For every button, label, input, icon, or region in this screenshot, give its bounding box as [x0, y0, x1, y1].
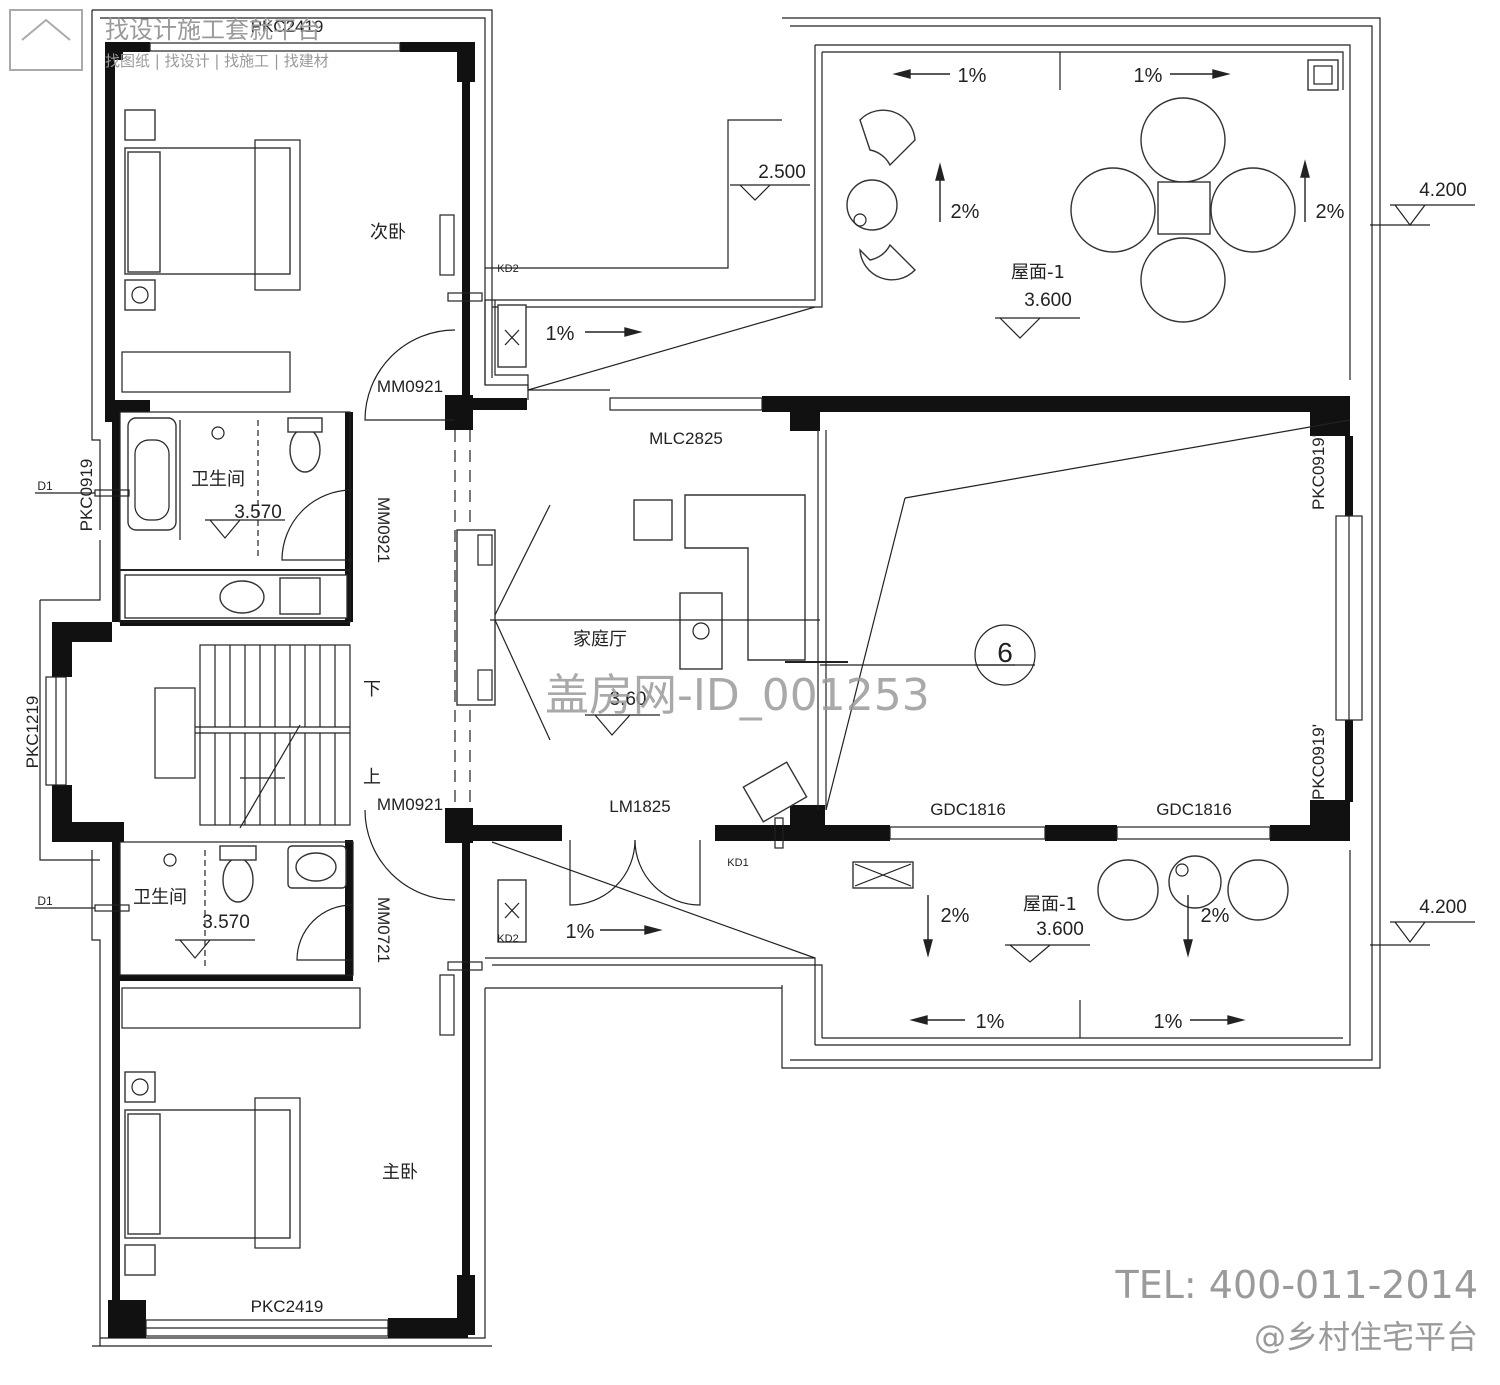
slope-9: 1%: [976, 1011, 1005, 1033]
toilet-upper: [289, 427, 321, 473]
label-stair-up: 上: [363, 767, 381, 788]
elevation-3600-lower: 3.600: [1036, 919, 1084, 940]
label-mm0721: MM0721: [374, 897, 393, 963]
partitions: [119, 351, 471, 1029]
watermark-logo-icon: [9, 9, 83, 71]
slope-labels: 1% 1% 2% 2% 1% 1% 2% 2% 1% 1%: [546, 65, 1345, 1033]
label-bathroom-upper: 卫生间: [191, 469, 245, 490]
elevation-4200-upper: 4.200: [1419, 180, 1467, 201]
label-family-hall: 家庭厅: [573, 629, 627, 650]
watermark-platform: @乡村住宅平台: [1254, 1318, 1478, 1356]
elevation-markers: [175, 184, 1475, 963]
label-pkc0919-right-b: PKC0919': [1309, 724, 1328, 800]
elevation-3570-lower: 3.570: [202, 912, 250, 933]
label-mm0921-c: MM0921: [374, 497, 393, 563]
elevation-4200-lower: 4.200: [1419, 897, 1467, 918]
walls: [52, 42, 1353, 1338]
label-d1-lower: D1: [37, 894, 53, 908]
label-pkc0919-right-a: PKC0919': [1309, 434, 1328, 510]
watermarks: 找设计施工套就平台 找图纸 | 找设计 | 找施工 | 找建材 盖房网-ID_0…: [9, 9, 1478, 1356]
slope-8: 2%: [1201, 905, 1230, 927]
elevation-2500: 2.500: [758, 162, 806, 183]
label-pkc2419-top: PKC2419: [251, 17, 324, 36]
slope-7: 2%: [941, 905, 970, 927]
elevation-hall: 3.60: [610, 689, 647, 710]
label-kd2-lower: KD2: [497, 933, 518, 945]
label-pkc2419-bottom: PKC2419: [251, 1297, 324, 1316]
label-bathroom-lower: 卫生间: [133, 887, 187, 908]
label-second-bedroom: 次卧: [370, 222, 406, 243]
parapet-outlines: [39, 9, 1381, 1347]
door-swings: [281, 329, 701, 961]
slope-6: 1%: [566, 921, 595, 943]
guide-lines: [490, 224, 1430, 959]
watermark-header-sub: 找图纸 | 找设计 | 找施工 | 找建材: [105, 52, 329, 70]
label-mlc2825: MLC2825: [649, 429, 723, 448]
tv-cabinet: [456, 529, 496, 706]
bathtub: [127, 417, 177, 531]
room-labels: 次卧 卫生间 卫生间 家庭厅 主卧 屋面-1 屋面-1 下 上: [133, 222, 1077, 1183]
watermark-center: 盖房网-ID_001253: [545, 670, 930, 721]
label-pkc0919-left: PKC0919: [77, 459, 96, 532]
section-marker-circle: [974, 624, 1036, 686]
terrace-table-upper: [1157, 181, 1211, 235]
staircase: [154, 644, 351, 829]
label-master-bedroom: 主卧: [382, 1162, 418, 1183]
basin-upper: [219, 580, 265, 614]
slope-4: 2%: [1316, 201, 1345, 223]
slope-10: 1%: [1154, 1011, 1183, 1033]
terrace-chairs-upper: [846, 97, 1296, 323]
label-gdc1816-b: GDC1816: [1156, 800, 1232, 819]
opening-labels: PKC2419 PKC2419 MM0921 MM0921 MM0921 MM0…: [23, 17, 1328, 1316]
label-mm0921-b: MM0921: [377, 795, 443, 814]
watermark-header-title: 找设计施工套就平台: [105, 16, 321, 44]
coffee-table: [679, 592, 723, 670]
label-gdc1816-a: GDC1816: [930, 800, 1006, 819]
basin-lower: [295, 852, 337, 882]
label-kd2-upper: KD2: [497, 263, 518, 275]
terrace-chairs-lower: [852, 855, 1289, 921]
slope-arrows: [585, 69, 1310, 1025]
label-roof-lower: 屋面-1: [1023, 894, 1077, 915]
label-mm0921-a: MM0921: [377, 377, 443, 396]
furniture: [94, 59, 1339, 1276]
elevation-3570-upper: 3.570: [234, 502, 282, 523]
elevation-3600-upper: 3.600: [1024, 290, 1072, 311]
label-roof-upper: 屋面-1: [1011, 262, 1065, 283]
label-lm1825: LM1825: [609, 797, 670, 816]
slope-3: 2%: [951, 201, 980, 223]
label-pkc1219: PKC1219: [23, 696, 42, 769]
section-marker-number: 6: [997, 637, 1013, 668]
slope-1: 1%: [958, 65, 987, 87]
slope-2: 1%: [1134, 65, 1163, 87]
sofa: [684, 494, 806, 661]
slope-5: 1%: [546, 323, 575, 345]
toilet-lower: [222, 857, 254, 903]
label-stair-down: 下: [363, 679, 381, 700]
label-kd1: KD1: [727, 857, 748, 869]
elevation-labels: 2.500 4.200 4.200 3.600 3.600 3.570 3.57…: [202, 162, 1467, 940]
watermark-tel: TEL: 400-011-2014: [1115, 1263, 1478, 1307]
label-d1-upper: D1: [37, 479, 53, 493]
